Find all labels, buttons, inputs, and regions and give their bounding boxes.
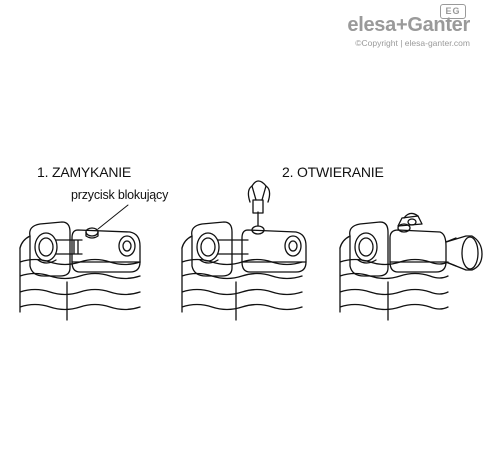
pull-ring-icon bbox=[247, 180, 271, 235]
base-plate bbox=[19, 235, 141, 321]
latch-body bbox=[389, 229, 447, 273]
brand-logo-block: EG elesa + Ganter ©Copyright | elesa-gan… bbox=[270, 4, 470, 50]
bolt bbox=[55, 239, 83, 255]
callout-leader bbox=[97, 204, 129, 230]
bolt bbox=[217, 239, 249, 255]
logo-plus: + bbox=[395, 14, 408, 36]
step-1-title: 1. ZAMYKANIE bbox=[37, 164, 132, 180]
locking-button-label: przycisk blokujący bbox=[71, 188, 169, 202]
illustration-opening bbox=[339, 212, 483, 321]
step-2-title: 2. OTWIERANIE bbox=[282, 164, 384, 180]
bracket-block bbox=[191, 221, 233, 277]
latch-body bbox=[241, 229, 307, 273]
illustration-closing bbox=[19, 204, 141, 321]
illustration-pull-ring bbox=[181, 180, 307, 321]
rotated-ring-icon bbox=[397, 212, 423, 233]
brand-logo: elesa + Ganter bbox=[347, 14, 470, 36]
logo-ganter: Ganter bbox=[407, 14, 470, 36]
bracket-block bbox=[349, 221, 389, 277]
eg-badge-icon: EG bbox=[440, 4, 466, 19]
retracted-pin bbox=[445, 235, 483, 271]
base-plate bbox=[339, 235, 449, 321]
copyright-text: ©Copyright | elesa-ganter.com bbox=[355, 38, 470, 48]
bracket-block bbox=[29, 221, 71, 277]
locking-button bbox=[85, 227, 99, 239]
latch-body bbox=[71, 229, 141, 273]
logo-elesa: elesa bbox=[347, 14, 396, 36]
